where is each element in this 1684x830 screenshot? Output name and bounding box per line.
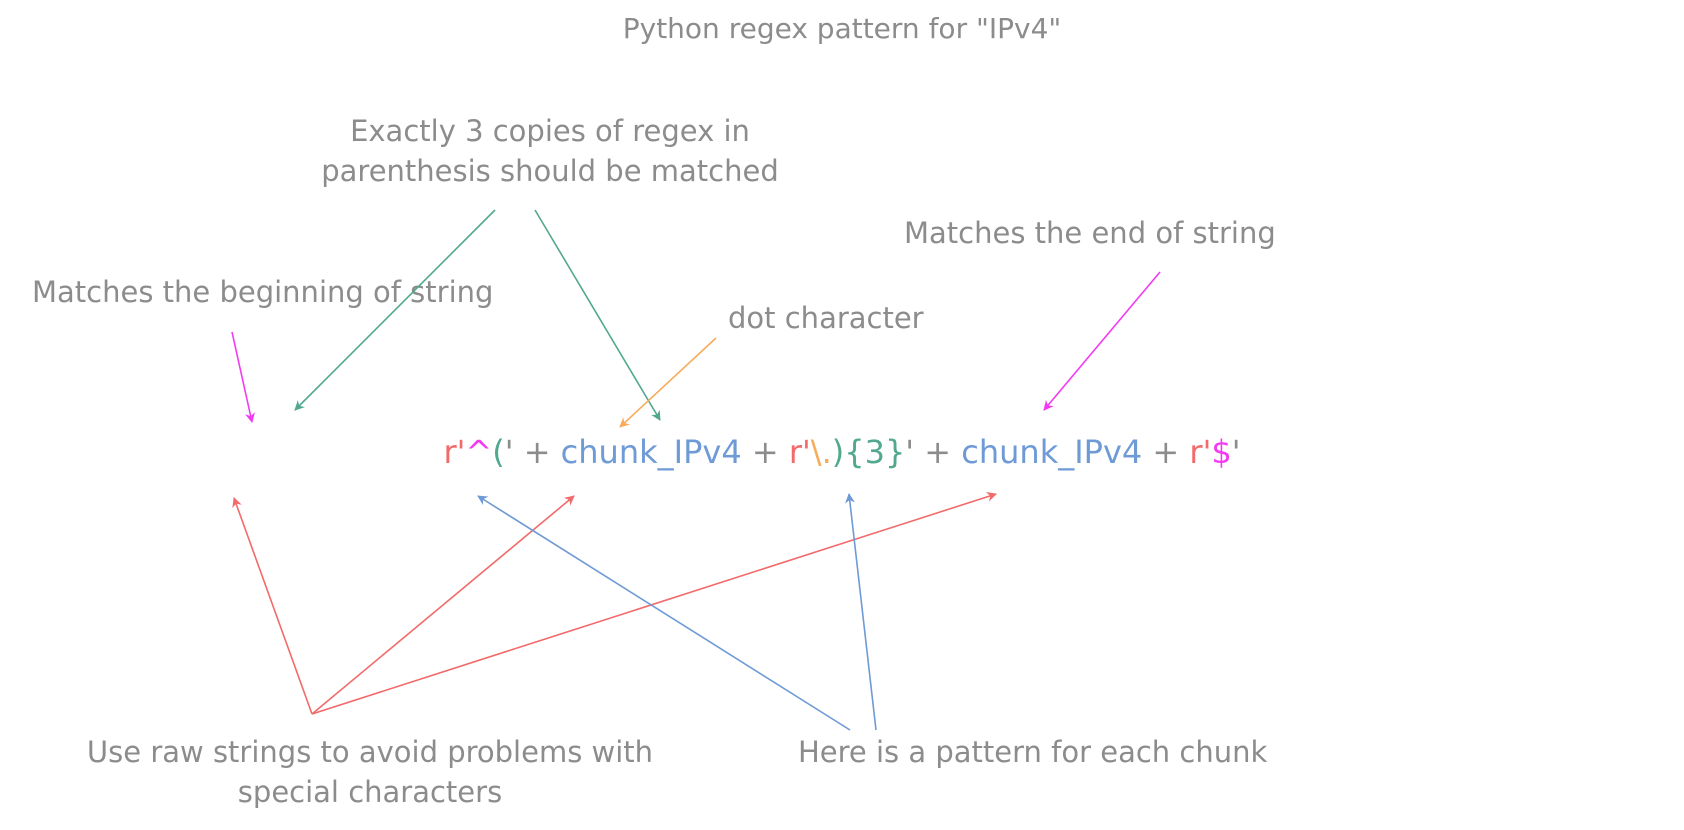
group-close-quantifier: ){3} — [831, 433, 906, 471]
arrow-repeat-to-quantifier — [534, 209, 661, 421]
raw-prefix-3: r' — [1189, 433, 1212, 471]
concat-2: + — [741, 433, 789, 471]
arrow-repeat-to-group-open — [294, 209, 496, 411]
arrow-begin-to-caret — [231, 331, 255, 423]
concat-3: ' + — [905, 433, 962, 471]
chunk-variable-2: chunk_IPv4 — [961, 433, 1143, 471]
concat-1: ' + — [504, 433, 561, 471]
dollar-anchor: $ — [1211, 433, 1232, 471]
arrow-raw-to-prefix-3 — [311, 491, 997, 715]
annotation-beginning-of-string: Matches the beginning of string — [32, 275, 494, 309]
raw-prefix-1: r' — [443, 433, 466, 471]
closing-quote: ' — [1231, 433, 1241, 471]
arrow-dot-to-escape — [619, 337, 717, 428]
group-open: ( — [492, 433, 505, 471]
arrow-chunk-to-variable-2 — [845, 493, 877, 731]
annotation-raw-strings: Use raw strings to avoid problems with s… — [30, 732, 710, 812]
annotation-repeat: Exactly 3 copies of regex in parenthesis… — [190, 111, 910, 191]
arrow-raw-to-prefix-2 — [311, 495, 575, 715]
arrow-end-to-dollar — [1043, 271, 1161, 411]
caret-anchor: ^ — [465, 433, 493, 471]
arrow-chunk-to-variable-1 — [477, 495, 851, 731]
annotation-end-of-string: Matches the end of string — [904, 216, 1276, 250]
escaped-dot: \. — [810, 433, 832, 471]
raw-prefix-2: r' — [788, 433, 811, 471]
regex-expression: r'^(' + chunk_IPv4 + r'\.){3}' + chunk_I… — [0, 430, 1684, 475]
annotation-raw-line1: Use raw strings to avoid problems with — [86, 735, 654, 769]
annotation-repeat-line1: Exactly 3 copies of regex in — [350, 114, 750, 148]
concat-4: + — [1142, 433, 1190, 471]
arrow-raw-to-prefix-1 — [232, 497, 313, 715]
diagram-title: Python regex pattern for "IPv4" — [622, 12, 1062, 45]
chunk-variable-1: chunk_IPv4 — [560, 433, 742, 471]
annotation-dot-character: dot character — [728, 301, 924, 335]
annotation-raw-line2: special characters — [237, 775, 503, 810]
annotation-repeat-line2: parenthesis should be matched — [321, 154, 779, 189]
annotation-chunk-pattern: Here is a pattern for each chunk — [798, 735, 1268, 769]
